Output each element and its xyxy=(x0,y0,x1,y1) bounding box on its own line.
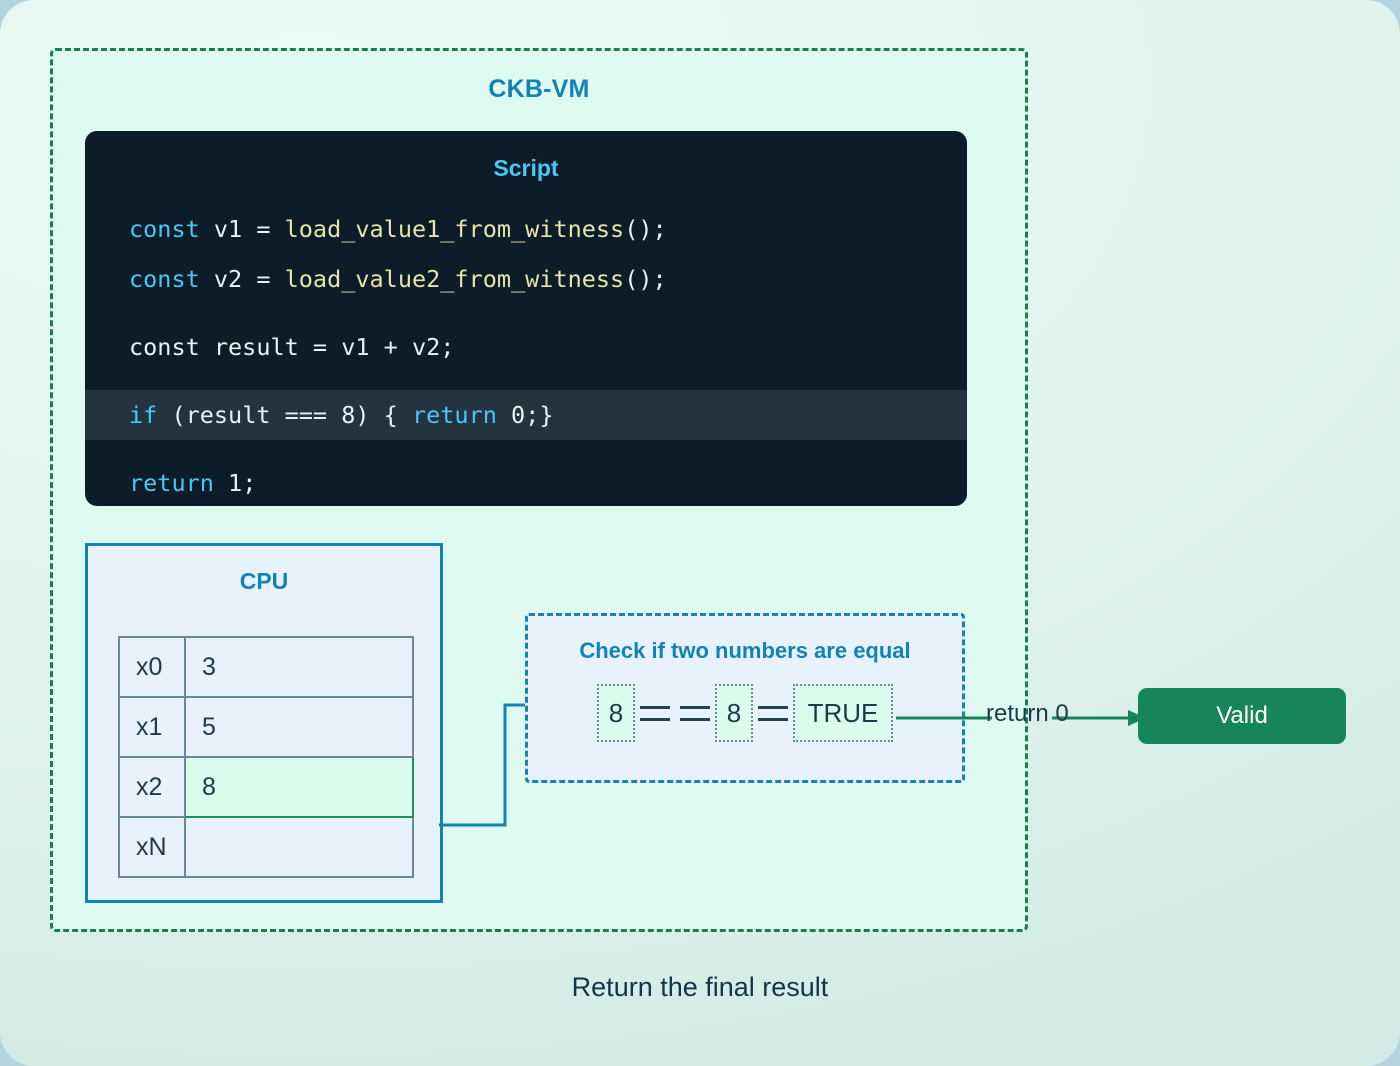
code-token: (result === 8) { xyxy=(171,401,412,429)
code-line: const v2 = load_value2_from_witness(); xyxy=(85,254,967,304)
equality-expression: 8 8 TRUE xyxy=(528,684,962,742)
cpu-register-value: 5 xyxy=(184,696,414,758)
cpu-register-value xyxy=(184,816,414,878)
code-token: (); xyxy=(624,265,667,293)
code-token: return xyxy=(129,469,229,497)
equals-sign-icon xyxy=(635,684,675,742)
code-line xyxy=(85,440,967,458)
code-token: load_value1_from_witness xyxy=(284,215,625,243)
valid-result-label: Valid xyxy=(1216,702,1268,729)
code-line-highlighted: if (result === 8) { return 0;} xyxy=(85,390,967,440)
cpu-register-value: 3 xyxy=(184,636,414,698)
equals-sign-icon xyxy=(753,684,793,742)
code-token: 0;} xyxy=(511,401,554,429)
code-token: v2 = xyxy=(213,265,285,293)
cpu-title: CPU xyxy=(239,568,289,594)
cpu-register-name: x2 xyxy=(118,756,186,818)
code-token: if xyxy=(129,401,172,429)
code-line xyxy=(85,304,967,322)
equality-left-operand: 8 xyxy=(597,684,635,742)
ckb-vm-title: CKB-VM xyxy=(488,75,590,103)
code-line: return 1; xyxy=(85,458,967,506)
cpu-register-value: 8 xyxy=(184,756,414,818)
cpu-register-name: x1 xyxy=(118,696,186,758)
valid-result-badge: Valid xyxy=(1138,688,1346,744)
script-code-block: const v1 = load_value1_from_witness();co… xyxy=(85,204,967,506)
equals-sign-icon xyxy=(675,684,715,742)
ckb-vm-container: CKB-VM Script const v1 = load_value1_fro… xyxy=(50,48,1028,932)
code-line xyxy=(85,372,967,390)
equality-right-operand: 8 xyxy=(715,684,753,742)
script-panel: Script const v1 = load_value1_from_witne… xyxy=(85,131,967,506)
code-token: load_value2_from_witness xyxy=(284,265,625,293)
code-token: v1 = xyxy=(213,215,285,243)
code-token: return xyxy=(411,401,512,429)
code-token: const xyxy=(129,265,214,293)
code-line: const v1 = load_value1_from_witness(); xyxy=(85,204,967,254)
code-line: const result = v1 + v2; xyxy=(85,322,967,372)
script-title: Script xyxy=(493,155,559,181)
equality-check-title: Check if two numbers are equal xyxy=(579,638,911,663)
diagram-caption: Return the final result xyxy=(571,972,829,1002)
equality-check-panel: Check if two numbers are equal 8 8 TRUE xyxy=(525,613,965,783)
code-token: 1; xyxy=(228,469,257,497)
code-token: const result = v1 + v2; xyxy=(129,333,455,361)
cpu-register-row: xN xyxy=(118,816,414,878)
cpu-register-name: x0 xyxy=(118,636,186,698)
return-zero-label: return 0 xyxy=(986,700,1069,727)
cpu-register-name: xN xyxy=(118,816,186,878)
code-token: (); xyxy=(624,215,667,243)
equality-result: TRUE xyxy=(793,684,893,742)
code-token: const xyxy=(129,215,214,243)
